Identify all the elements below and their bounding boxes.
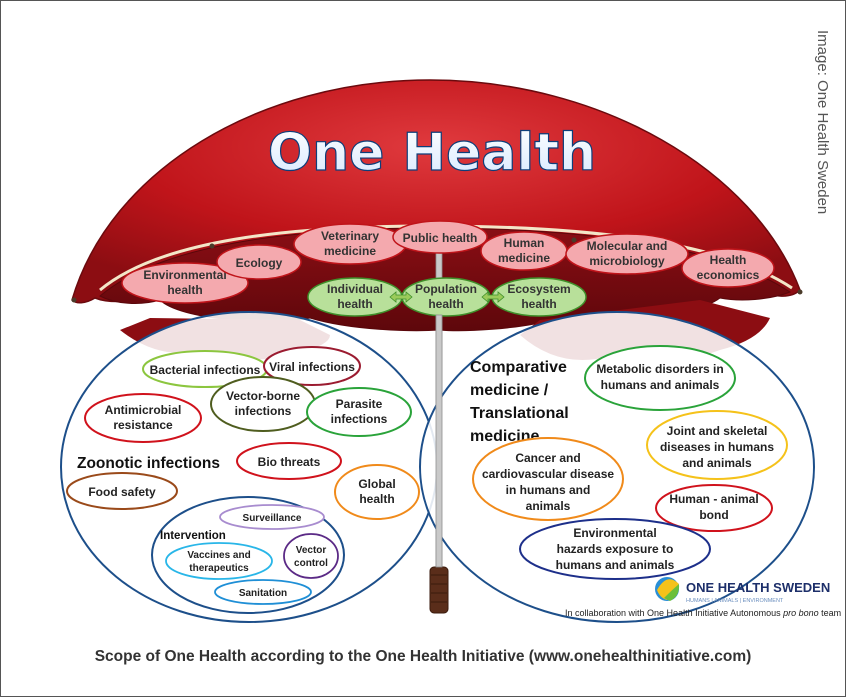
zoonotic-vector-borne-infections: Vector-borne infections (210, 376, 316, 432)
svg-text:bond: bond (699, 508, 728, 522)
umbrella-tip (571, 237, 577, 243)
umbrella-tip (209, 243, 215, 249)
level-population-health: Population health (401, 277, 491, 317)
svg-text:microbiology: microbiology (589, 254, 665, 268)
svg-text:Environmental: Environmental (143, 268, 226, 282)
svg-text:Global: Global (358, 477, 395, 491)
discipline-public-health: Public health (392, 220, 488, 254)
svg-text:Public health: Public health (403, 231, 478, 245)
comparative-human-animal-bond: Human - animal bond (655, 484, 773, 532)
svg-text:medicine /: medicine / (470, 382, 549, 399)
double-arrow-icon (389, 291, 413, 303)
svg-text:Human: Human (504, 236, 545, 250)
comparative-heading: Comparative medicine / Translational med… (470, 359, 569, 445)
svg-text:Vector: Vector (296, 545, 327, 556)
discipline-ecology: Ecology (216, 244, 302, 280)
svg-text:Ecosystem: Ecosystem (507, 282, 570, 296)
svg-text:Molecular and: Molecular and (587, 239, 668, 253)
discipline-health-economics: Health economics (681, 248, 775, 288)
svg-text:Vector-borne: Vector-borne (226, 389, 300, 403)
svg-text:Translational: Translational (470, 405, 569, 422)
svg-text:Vaccines and: Vaccines and (187, 550, 250, 561)
svg-text:humans and animals: humans and animals (601, 378, 720, 392)
svg-text:medicine: medicine (324, 244, 376, 258)
svg-text:resistance: resistance (113, 418, 173, 432)
discipline-environmental-health: Environmental health (121, 262, 249, 304)
one-health-sweden-logo: ONE HEALTH SWEDEN HUMANS | ANIMALS | ENV… (655, 577, 830, 604)
svg-text:Surveillance: Surveillance (243, 513, 302, 524)
svg-text:Comparative: Comparative (470, 359, 567, 376)
zoonotic-heading: Zoonotic infections (77, 455, 220, 472)
zoonotic-antimicrobial-resistance: Antimicrobial resistance (84, 393, 202, 443)
svg-text:Joint and skeletal: Joint and skeletal (667, 424, 768, 438)
umbrella-handle (429, 566, 449, 614)
zoonotic-viral-infections: Viral infections (263, 346, 361, 386)
svg-text:Health: Health (710, 253, 747, 267)
svg-text:Metabolic disorders in: Metabolic disorders in (596, 362, 723, 376)
figure-caption: Scope of One Health according to the One… (94, 648, 752, 665)
umbrella-tip (71, 297, 77, 303)
discipline-human-medicine: Human medicine (480, 231, 568, 271)
intervention-surveillance: Surveillance (219, 504, 325, 530)
svg-text:hazards exposure to: hazards exposure to (557, 542, 674, 556)
svg-text:Ecology: Ecology (236, 256, 283, 270)
svg-text:control: control (294, 558, 328, 569)
svg-text:Viral infections: Viral infections (269, 360, 355, 374)
level-ecosystem-health: Ecosystem health (491, 277, 587, 317)
svg-text:animals: animals (526, 499, 571, 513)
svg-text:Bio threats: Bio threats (258, 455, 321, 469)
svg-text:Human - animal: Human - animal (669, 492, 758, 506)
svg-text:Sanitation: Sanitation (239, 588, 287, 599)
svg-text:diseases in humans: diseases in humans (660, 440, 774, 454)
image-credit: Image: One Health Sweden (814, 30, 831, 214)
collaboration-note: In collaboration with One Health Initiat… (565, 608, 841, 618)
logo-name: ONE HEALTH SWEDEN (686, 580, 830, 595)
svg-text:health: health (428, 297, 463, 311)
svg-text:infections: infections (331, 412, 388, 426)
svg-text:infections: infections (235, 404, 292, 418)
level-individual-health: Individual health (307, 277, 403, 317)
svg-text:health: health (337, 297, 372, 311)
svg-text:in humans and: in humans and (506, 483, 591, 497)
intervention-sanitation: Sanitation (214, 579, 312, 605)
zoonotic-global-health: Global health (334, 464, 420, 520)
svg-text:health: health (359, 492, 394, 506)
comparative-metabolic-disorders: Metabolic disorders in humans and animal… (584, 345, 736, 411)
diagram-title: One Health (268, 123, 596, 183)
svg-text:cardiovascular disease: cardiovascular disease (482, 467, 614, 481)
logo-tagline: HUMANS | ANIMALS | ENVIRONMENT (686, 598, 784, 604)
svg-text:Antimicrobial: Antimicrobial (105, 403, 182, 417)
svg-text:humans and animals: humans and animals (556, 558, 675, 572)
svg-text:Parasite: Parasite (336, 397, 383, 411)
comparative-joint-and-skeletal-diseases: Joint and skeletal diseases in humans an… (646, 410, 788, 480)
comparative-cancer-and-cardiovascular: Cancer and cardiovascular disease in hum… (472, 437, 624, 521)
zoonotic-food-safety: Food safety (66, 472, 178, 510)
svg-text:Population: Population (415, 282, 477, 296)
discipline-veterinary-medicine: Veterinary medicine (293, 223, 407, 265)
double-arrow-icon (481, 291, 505, 303)
svg-text:health: health (167, 283, 202, 297)
svg-text:medicine: medicine (498, 251, 550, 265)
intervention-vector-control: Vector control (283, 533, 339, 579)
svg-text:Individual: Individual (327, 282, 383, 296)
comparative-environmental-hazards: Environmental hazards exposure to humans… (519, 518, 711, 580)
svg-text:therapeutics: therapeutics (189, 563, 249, 574)
intervention-heading: Intervention (160, 530, 226, 542)
intervention-vaccines-and-therapeutics: Vaccines and therapeutics (165, 542, 273, 580)
umbrella-tip (797, 289, 803, 295)
svg-text:Food safety: Food safety (88, 485, 156, 499)
discipline-molecular-and-microbiology: Molecular and microbiology (565, 233, 689, 275)
svg-text:Bacterial infections: Bacterial infections (150, 363, 261, 377)
zoonotic-bio-threats: Bio threats (236, 442, 342, 480)
zoonotic-parasite-infections: Parasite infections (306, 387, 412, 437)
zoonotic-bacterial-infections: Bacterial infections (142, 350, 268, 388)
svg-text:Environmental: Environmental (573, 526, 656, 540)
svg-text:and animals: and animals (682, 456, 752, 470)
svg-text:health: health (521, 297, 556, 311)
svg-text:Veterinary: Veterinary (321, 229, 379, 243)
svg-text:Cancer and: Cancer and (515, 451, 580, 465)
svg-text:Zoonotic infections: Zoonotic infections (77, 455, 220, 472)
svg-text:economics: economics (697, 268, 760, 282)
